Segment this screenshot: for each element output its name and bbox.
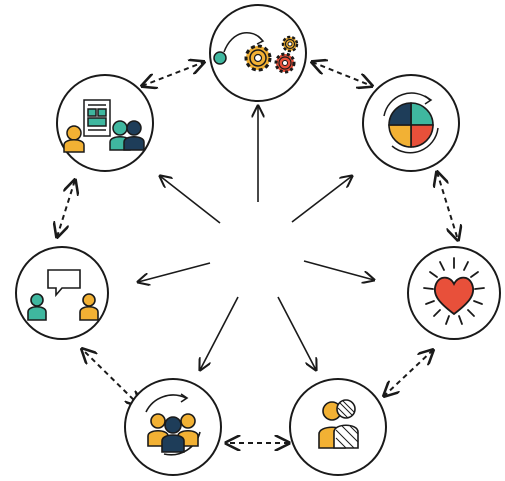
link-board-process: [142, 62, 204, 86]
node-chat: [15, 246, 109, 340]
team-cycle-icon: [145, 393, 201, 456]
pie-chart-cycle-icon: [383, 92, 439, 154]
link-love-person: [384, 350, 433, 396]
hub-arrow-love: [303, 260, 374, 280]
link-chart-love: [437, 172, 458, 240]
process-gears-icon: [213, 31, 299, 74]
hub-arrow-team: [200, 296, 239, 370]
conversation-icon: [27, 269, 99, 321]
node-person: [289, 378, 387, 476]
node-process: [209, 4, 307, 102]
link-team-chat: [82, 349, 140, 406]
hub-links: [138, 106, 374, 370]
link-process-chart: [312, 62, 372, 86]
hub-arrow-chat: [138, 262, 211, 282]
shaded-people-icon: [318, 399, 359, 449]
cycle-links: [57, 62, 458, 443]
node-team: [124, 378, 222, 476]
hub-arrow-person: [277, 296, 316, 370]
presentation-board-icon: [63, 99, 145, 153]
radiating-heart-icon: [423, 257, 485, 325]
node-love: [407, 246, 501, 340]
hub-arrow-board: [160, 176, 221, 224]
node-board: [56, 74, 154, 172]
hub-arrow-chart: [291, 176, 352, 223]
node-chart: [362, 74, 460, 172]
link-chat-board: [57, 180, 75, 237]
